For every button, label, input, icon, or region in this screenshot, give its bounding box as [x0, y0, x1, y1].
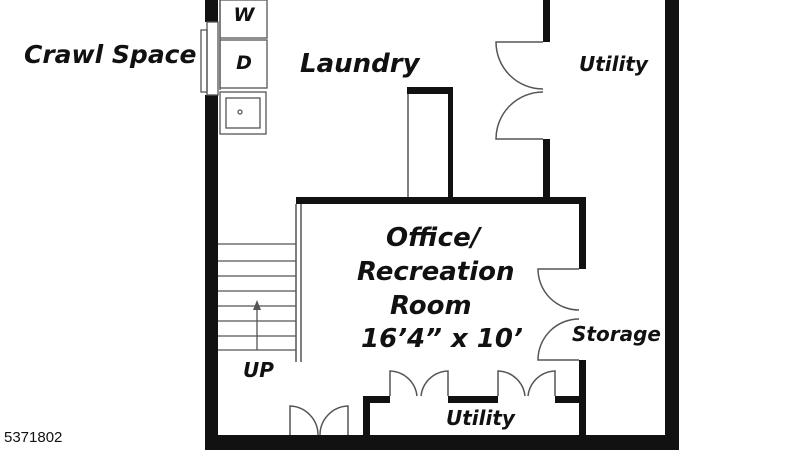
storage-door-upper	[537, 268, 580, 311]
entry-door-right	[319, 405, 349, 436]
office-label-line2: Recreation	[357, 257, 515, 287]
crawl-door-panel	[206, 21, 219, 96]
utility-wall-mid	[543, 139, 550, 203]
utility-closet-top-right	[555, 396, 586, 403]
doors	[289, 41, 580, 436]
column-cap	[407, 87, 453, 94]
stairs-up-label: UP	[243, 358, 274, 382]
utility-closet-left-wall	[363, 396, 370, 450]
laundry-sink	[219, 91, 267, 135]
listing-id: 5371802	[4, 429, 63, 446]
crawl-space-door	[200, 21, 219, 96]
crawl-space-label: Crawl Space	[24, 40, 197, 69]
bottom-wall	[205, 435, 679, 450]
dryer-label: D	[236, 52, 252, 74]
stairs	[218, 243, 296, 351]
storage-door-lower	[537, 318, 580, 361]
closet-door-1-left	[389, 370, 418, 397]
closet-door-2-right	[527, 370, 556, 397]
right-wall	[665, 0, 679, 450]
appliances	[219, 0, 268, 135]
utility-wall-top	[543, 0, 550, 42]
up-arrow-head	[253, 300, 261, 310]
storage-wall-top	[543, 197, 586, 204]
utility-bottom-label: Utility	[446, 406, 515, 430]
washer-label: W	[233, 4, 255, 26]
office-label-line3: Room	[390, 291, 472, 321]
closet-door-2-left	[497, 370, 526, 397]
crawl-door-frame	[200, 29, 208, 93]
closet-door-1-right	[420, 370, 449, 397]
storage-label: Storage	[572, 322, 661, 346]
office-label-line1: Office/	[386, 223, 481, 253]
storage-wall-upper	[579, 197, 586, 269]
office-dimensions: 16’4” x 10’	[361, 324, 523, 354]
laundry-sink-basin	[225, 97, 261, 129]
left-wall-top	[205, 0, 218, 22]
laundry-label: Laundry	[300, 49, 420, 79]
office-top-wall	[296, 197, 543, 204]
storage-wall-lower	[579, 360, 586, 450]
utility-top-label: Utility	[579, 52, 648, 76]
interior-walls	[296, 0, 586, 450]
utility-closet-top-left	[363, 396, 390, 403]
utility-door-upper	[495, 41, 544, 90]
outer-walls	[205, 0, 679, 450]
column-side	[448, 87, 453, 197]
utility-door-lower	[495, 91, 544, 140]
left-wall	[205, 95, 218, 450]
entry-door-left	[289, 405, 319, 436]
utility-closet-top-mid	[448, 396, 498, 403]
sink-drain	[237, 109, 243, 115]
